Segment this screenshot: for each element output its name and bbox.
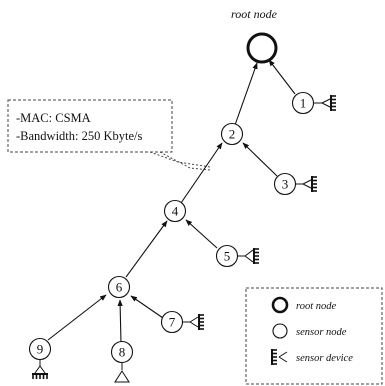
- sensor-device-7: [183, 313, 205, 331]
- legend-sensor-device-label: sensor device: [296, 353, 353, 364]
- edge-9-6: [47, 294, 107, 341]
- legend-root-node-label: root node: [296, 301, 336, 312]
- sensor-node-7: 7: [160, 310, 184, 334]
- edge-7-6: [130, 295, 164, 319]
- edge-5-4: [185, 219, 218, 249]
- node-1-label: 1: [300, 96, 307, 111]
- edges: [47, 59, 296, 344]
- edge-8-6: [117, 299, 123, 344]
- edge-3-2: [242, 142, 278, 177]
- sensor-node-5: 5: [215, 244, 239, 268]
- legend-sensor-node-icon: [272, 323, 288, 339]
- sensor-node-8: 8: [110, 340, 134, 364]
- node-2-label: 2: [229, 127, 236, 142]
- callout-mac: -MAC: CSMA: [16, 111, 91, 125]
- node-6-label: 6: [116, 280, 123, 295]
- edge-2-root: [234, 62, 258, 126]
- root-node-title: root node: [231, 7, 278, 21]
- node-3-label: 3: [282, 177, 289, 192]
- callout-box: -MAC: CSMA -Bandwidth: 250 Kbyte/s: [7, 99, 211, 171]
- sensor-node-4: 4: [163, 199, 187, 223]
- node-9-label: 9: [37, 342, 44, 357]
- legend-sensor-node-label: sensor node: [296, 327, 347, 338]
- legend-sensor-device-icon: [271, 348, 288, 366]
- legend: root node sensor node sensor device: [245, 287, 383, 385]
- sensor-node-1: 1: [291, 91, 315, 115]
- node-4-label: 4: [172, 204, 179, 219]
- callout-bandwidth: -Bandwidth: 250 Kbyte/s: [16, 129, 143, 143]
- sensor-node-2: 2: [220, 122, 244, 146]
- node-8-label: 8: [119, 345, 126, 360]
- root-node: [246, 32, 278, 64]
- sensor-device-1: [314, 94, 337, 112]
- edge-1-root: [268, 59, 296, 95]
- node-7-label: 7: [169, 315, 176, 330]
- edge-4-2: [180, 142, 223, 204]
- edge-6-4: [125, 220, 168, 278]
- sensor-device-5: [238, 247, 260, 265]
- sensor-device-9: [31, 360, 49, 380]
- sensor-device-3: [296, 175, 318, 193]
- legend-root-node-icon: [271, 296, 289, 314]
- sensor-node-6: 6: [107, 275, 131, 299]
- sensor-device-8: [114, 363, 130, 383]
- sensor-node-9: 9: [28, 337, 52, 361]
- node-5-label: 5: [224, 249, 231, 264]
- sensor-node-3: 3: [273, 172, 297, 196]
